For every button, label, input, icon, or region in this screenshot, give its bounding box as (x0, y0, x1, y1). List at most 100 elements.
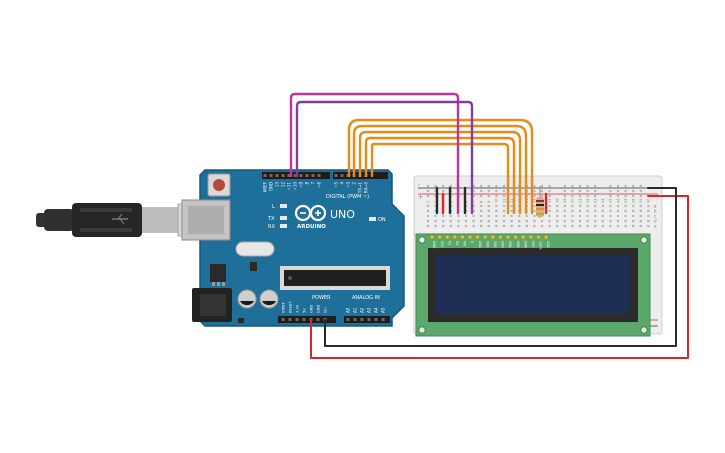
digital-pin-socket[interactable] (305, 174, 309, 177)
analog-pin-label: A3 (367, 307, 372, 313)
lcd-pin[interactable] (437, 234, 442, 240)
wire-black-gnd[interactable] (324, 187, 677, 347)
analog-pin-socket[interactable] (367, 318, 371, 321)
lcd-pin-label: DB6 (523, 241, 527, 248)
lcd-pin[interactable] (498, 234, 503, 240)
breadboard-column-label: 11 (502, 198, 506, 203)
digital-pin-label: 7 (311, 182, 316, 185)
breadboard-column-label: 30 (647, 198, 651, 203)
digital-pin-socket[interactable] (334, 174, 338, 177)
power-pin-socket[interactable] (302, 318, 306, 321)
resistor (536, 186, 544, 218)
digital-header-label: DIGITAL (PWM ~) (326, 194, 369, 200)
rail-plus-label: + (418, 194, 423, 201)
breadboard-column-label: 24 (601, 198, 605, 203)
power-pin-socket[interactable] (281, 318, 285, 321)
wire-orange[interactable] (370, 142, 510, 215)
analog-pin-label: A1 (353, 307, 358, 313)
lcd-pin-label: E (470, 241, 474, 243)
wire-magenta[interactable] (289, 92, 460, 215)
crystal-oscillator (235, 241, 275, 257)
power-pin-label: 5V (303, 308, 307, 313)
analog-pin-socket[interactable] (360, 318, 364, 321)
power-pin-label: RESET (289, 301, 293, 313)
arduino-board[interactable]: L TX RX ON ARDUINO UNO DIGITAL (PWM ~) P… (181, 169, 405, 327)
breadboard-row-label: c (654, 214, 656, 219)
breadboard-column-label: 10 (495, 198, 499, 203)
digital-pin-label: ~10 (293, 182, 298, 191)
lcd-pin[interactable] (528, 234, 534, 240)
lcd-pin[interactable] (467, 234, 473, 240)
breadboard-row-label: e (654, 224, 657, 229)
digital-pin-label: 12 (281, 182, 286, 188)
reset-button[interactable] (207, 173, 231, 197)
lcd-pin[interactable] (520, 234, 526, 240)
lcd-pin[interactable] (482, 234, 488, 240)
analog-pin-label: A5 (381, 307, 386, 313)
power-pin-socket[interactable] (295, 318, 299, 321)
analog-pin-socket[interactable] (381, 318, 385, 321)
breadboard-column-label: 7 (472, 201, 476, 203)
lcd-screen (436, 256, 630, 314)
wire-red-5v[interactable] (310, 195, 689, 359)
power-pin-socket[interactable] (288, 318, 292, 321)
lcd-pin[interactable] (536, 234, 541, 240)
lcd-pin[interactable] (543, 234, 549, 240)
lcd-pin-label: DB1 (485, 241, 489, 248)
wire-orange[interactable] (358, 130, 522, 215)
power-pin-socket[interactable] (316, 318, 320, 321)
capacitor (259, 289, 279, 309)
digital-pin-socket[interactable] (317, 174, 321, 177)
breadboard-column-label: 15 (533, 198, 537, 203)
lcd-pin[interactable] (444, 234, 450, 240)
lcd-pin-label: LED+ (539, 241, 543, 250)
lcd-pin-label: GND (432, 241, 436, 249)
digital-pin-label: ~6 (317, 182, 322, 188)
wire-orange[interactable] (364, 136, 516, 215)
breadboard-column-label: 26 (616, 198, 620, 203)
lcd-pin[interactable] (460, 234, 465, 240)
breadboard-column-label: 1 (426, 201, 430, 203)
analog-pin-socket[interactable] (374, 318, 378, 321)
breadboard-column-label: 8 (480, 200, 484, 203)
label-led-l: L (272, 204, 275, 210)
digital-pin-label: GND (269, 182, 274, 191)
digital-pin-socket[interactable] (263, 174, 267, 177)
digital-pin-socket[interactable] (275, 174, 279, 177)
digital-pin-socket[interactable] (293, 174, 297, 177)
digital-pin-socket[interactable] (311, 174, 315, 177)
breadboard-row-label: d (654, 219, 657, 224)
breadboard-column-label: 25 (609, 198, 613, 203)
analog-pin-label: A0 (346, 307, 351, 313)
lcd-pin[interactable] (490, 234, 496, 240)
breadboard-row-label: b (654, 209, 657, 214)
breadboard-column-label: 20 (571, 198, 575, 203)
breadboard-column-label: 21 (578, 198, 582, 203)
digital-pin-socket[interactable] (281, 174, 285, 177)
led-on (369, 217, 376, 221)
analog-header-label: ANALOG IN (352, 295, 380, 301)
digital-pin-label: 4 (340, 182, 345, 185)
lcd-pin[interactable] (429, 234, 435, 240)
power-pin-label: GND (317, 305, 321, 313)
lcd-pin-label: DB7 (531, 241, 535, 248)
digital-pin-socket[interactable] (299, 174, 303, 177)
digital-pin-socket[interactable] (269, 174, 273, 177)
lcd-pin[interactable] (475, 234, 480, 240)
wire-orange[interactable] (352, 124, 528, 215)
wire-purple[interactable] (295, 100, 474, 215)
lcd-pin[interactable] (505, 234, 511, 240)
digital-pin-socket[interactable] (340, 174, 344, 177)
lcd-pin[interactable] (513, 234, 518, 240)
brand-label: ARDUINO (297, 224, 326, 230)
lcd-pin[interactable] (452, 234, 458, 240)
analog-pin-socket[interactable] (353, 318, 357, 321)
lcd-pin-label: DB2 (493, 241, 497, 248)
wire-orange[interactable] (347, 118, 534, 215)
digital-pin-socket[interactable] (287, 174, 291, 177)
power-pin-label: GND (310, 305, 314, 313)
lcd-pin-label: V0 (447, 241, 451, 245)
analog-pin-socket[interactable] (346, 318, 350, 321)
